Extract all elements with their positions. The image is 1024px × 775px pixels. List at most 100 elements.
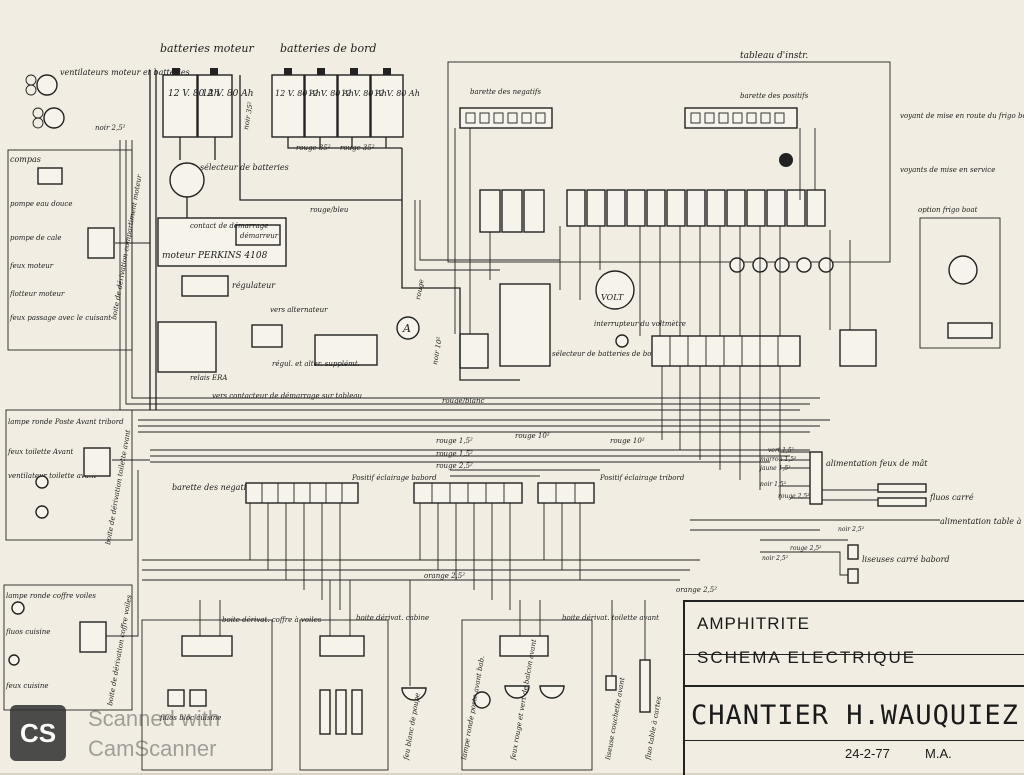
- positive-busbar-babord: [413, 482, 523, 504]
- title-block: AMPHITRITE SCHEMA ELECTRIQUE CHANTIER H.…: [683, 600, 1024, 775]
- sail-locker-lamp: [11, 601, 25, 615]
- liseuse-2: [847, 568, 859, 584]
- house-battery-selector: [499, 283, 551, 367]
- label-boite-derivation-avant2: boite dérivat. toilette avant: [562, 614, 659, 622]
- label-regulateur: régulateur: [232, 281, 276, 290]
- label-feux-rouge-vert: feux rouge et vert de balcon avant: [509, 638, 538, 761]
- cabin-fluo-3: [351, 689, 363, 735]
- label-boite-derivation-avant: boite de dérivation toilette avant: [104, 429, 132, 545]
- wire-noir-15: noir 1,5²: [760, 481, 787, 488]
- frigo-terminal: [947, 322, 993, 339]
- label-ventilateur-toilette: ventilateur toilette avant: [8, 472, 97, 480]
- sail-locker-frame: [3, 584, 133, 711]
- fluo-carre-1: [877, 483, 927, 493]
- label-relais-era: relais ERA: [190, 374, 227, 382]
- cabin-lighting-frame: [299, 619, 389, 771]
- wire-noir-25b: noir 2,5²: [838, 526, 865, 533]
- label-barette-positifs-top: barette des positifs: [740, 92, 809, 100]
- drawing-initials: M.A.: [925, 746, 952, 761]
- wire-noir-35: noir 35²: [242, 101, 255, 130]
- label-barette-negatifs-top: barette des negatifs: [470, 88, 542, 96]
- wire-noir-25c: noir 2,5²: [762, 555, 789, 562]
- label-vers-contacteur: vers contacteur de démarrage sur tableau: [212, 392, 363, 400]
- label-batteries-bord: batteries de bord: [280, 42, 376, 55]
- shipyard-name: CHANTIER H.WAUQUIEZ: [691, 700, 1019, 731]
- label-feux-toilette-avant: feux toilette Avant: [7, 448, 73, 456]
- relay-era: [157, 321, 217, 373]
- watermark-line-1: Scanned with: [88, 706, 221, 731]
- starter-motor: [235, 224, 281, 246]
- battery-6-label: 12 V. 80 Ah: [374, 89, 420, 98]
- frigo-compressor: [948, 255, 978, 285]
- wire-orange-25a: orange 2,5²: [424, 572, 465, 580]
- wire-orange-25b: orange 2,5²: [676, 586, 717, 594]
- wire-rouge-15a: rouge 1,5²: [436, 437, 473, 445]
- label-lampe-coffre-voiles: lampe ronde coffre voiles: [6, 592, 96, 600]
- label-ventilateurs: ventilateurs moteur et batteries: [60, 68, 190, 77]
- label-feux-blanc-poupe: feu blanc de poupe: [402, 692, 422, 761]
- label-contact-demarrage: contact de démarrage: [190, 222, 268, 230]
- label-demarreur: démarreur: [240, 232, 279, 240]
- label-boite-derivation-cabine: boite dérivat. cabine: [356, 614, 429, 622]
- drawing-date: 24-2-77: [845, 746, 890, 761]
- voltmeter: [595, 270, 635, 310]
- battery-selector-switch: [169, 162, 205, 198]
- frigo-pilot-light: [779, 153, 793, 167]
- wire-rouge-15b: rouge 1,5²: [436, 450, 473, 458]
- voltmeter-label: VOLT: [601, 293, 624, 302]
- label-tableau: tableau d'instr.: [740, 51, 808, 61]
- engine-batteries: [162, 68, 233, 138]
- regulator: [181, 275, 229, 297]
- engine-junction-box: [87, 227, 115, 259]
- negative-busbar-top: [459, 107, 553, 129]
- wire-jaune-15: jaune 1,5²: [758, 465, 791, 472]
- wiring-harness: [106, 70, 940, 686]
- positive-busbar-tribord: [537, 482, 595, 504]
- wire-noir-25: noir 2,5²: [95, 124, 126, 132]
- wire-vert-15: vert 1,5²: [768, 447, 795, 454]
- battery-2-label: 12 V. 80 Ah: [202, 89, 254, 99]
- alternator-regulator: [251, 324, 283, 348]
- house-batteries: [271, 68, 404, 138]
- label-vers-alternateur: vers alternateur: [270, 306, 328, 314]
- galley-light: [8, 654, 20, 666]
- frigo-connector: [839, 329, 877, 367]
- wire-rouge: rouge: [414, 279, 425, 301]
- label-feux-cuisine: feux cuisine: [5, 682, 49, 690]
- wire-rouge-blanc: rouge/blanc: [442, 397, 484, 405]
- label-pompe-cale: pompe de cale: [10, 234, 62, 242]
- label-selecteur-batteries: sélecteur de batteries: [200, 163, 289, 172]
- compass-light: [37, 167, 63, 185]
- wire-noir-10: noir 10²: [431, 336, 444, 365]
- right-terminal-strip: [809, 451, 823, 505]
- forward-cabin-frame: [461, 619, 593, 771]
- cabin-fluo-1: [319, 689, 331, 735]
- liseuse-1: [847, 544, 859, 560]
- forward-junction-box: [499, 635, 549, 657]
- label-feux-passage: feux passage avec le cuisant: [9, 314, 111, 322]
- toilet-light: [35, 505, 49, 519]
- label-boite-derivation-voiles: boite de dérivation coffre voiles: [106, 594, 133, 707]
- label-feux-moteur: feux moteur: [9, 262, 54, 270]
- fluo-carre-2: [877, 497, 927, 507]
- forward-round-lamp: [473, 691, 491, 709]
- label-fluos-carre: fluos carré: [929, 493, 974, 502]
- galley-fluo-b: [189, 689, 207, 707]
- battery-5-label: 12 V. 80 Ah: [341, 89, 387, 98]
- label-regul-alter: régul. et alter. supplémt.: [272, 360, 360, 368]
- battery-4-label: 12 V. 80 Ah: [308, 89, 354, 98]
- ammeter-label: A: [402, 322, 411, 335]
- frigo-option-frame: [919, 217, 1001, 349]
- label-pompe-eau-douce: pompe eau douce: [10, 200, 73, 208]
- galley-junction-box: [181, 635, 233, 657]
- wire-rouge-25d: rouge 2,5²: [790, 545, 822, 552]
- camscanner-logo: CS: [10, 705, 66, 761]
- cabin-junction-box: [319, 635, 365, 657]
- wire-rouge-bleu: rouge/bleu: [310, 206, 349, 214]
- forward-toilet-frame: [5, 409, 133, 541]
- starboard-nav-light: [539, 685, 565, 699]
- boat-name: AMPHITRITE: [697, 614, 810, 633]
- battery-1-label: 12 V. 80 Ah: [168, 89, 220, 99]
- service-pilot-lamps: [729, 257, 834, 273]
- chart-table-fluo: [639, 659, 651, 713]
